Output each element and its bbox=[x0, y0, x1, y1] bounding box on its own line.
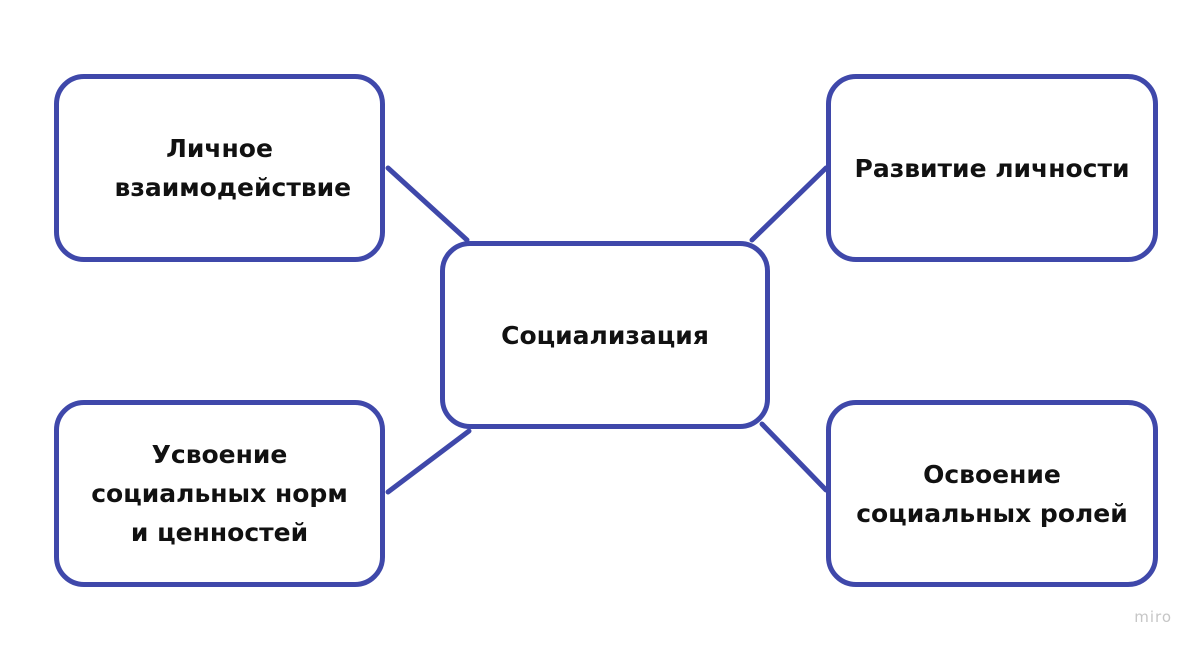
node-social-roles-label: Освоение социальных ролей bbox=[856, 459, 1128, 528]
node-social-norms[interactable]: Усвоение социальных норм и ценностей bbox=[54, 400, 385, 587]
node-socialization-center[interactable]: Социализация bbox=[440, 241, 770, 429]
node-personal-interaction[interactable]: Личное взаимодействие bbox=[54, 74, 385, 262]
connector-center-to-top-right bbox=[749, 165, 829, 243]
node-personal-interaction-label: Личное взаимодействие bbox=[114, 134, 352, 202]
connector-center-to-bottom-right bbox=[759, 421, 829, 493]
node-social-norms-label: Усвоение социальных норм и ценностей bbox=[91, 440, 348, 547]
connector-center-to-top-left bbox=[385, 165, 470, 243]
node-social-roles[interactable]: Освоение социальных ролей bbox=[826, 400, 1158, 587]
miro-watermark: miro bbox=[1134, 608, 1172, 626]
node-personality-development-label: Развитие личности bbox=[854, 153, 1130, 183]
connector-center-to-bottom-left bbox=[385, 428, 472, 495]
node-personality-development[interactable]: Развитие личности bbox=[826, 74, 1158, 262]
node-socialization-center-label: Социализация bbox=[501, 320, 709, 350]
